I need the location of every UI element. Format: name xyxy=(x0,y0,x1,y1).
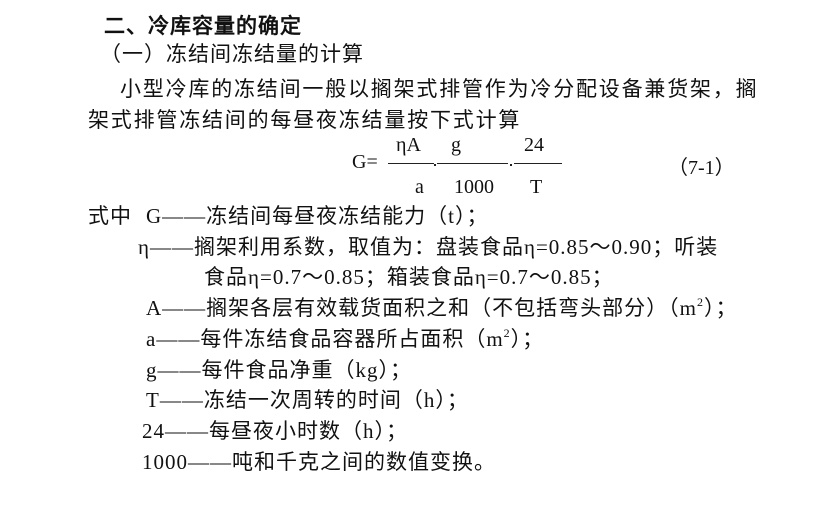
paragraph-line-1: 小型冷库的冻结间一般以搁架式排管作为冷分配设备兼货架，搁 xyxy=(120,77,759,101)
definition-a-text: a——每件冻结食品容器所占面积（m xyxy=(146,327,504,351)
formula-numerator-1: ηA xyxy=(396,134,421,156)
formula-lhs: G= xyxy=(352,151,378,173)
formula-denominator-2: 1000 xyxy=(454,176,494,198)
subsection-title: （一）冻结间冻结量的计算 xyxy=(100,42,364,66)
fraction-bar-3 xyxy=(514,163,562,164)
section-title: 二、冷库容量的确定 xyxy=(104,14,302,38)
definition-a-end: ）； xyxy=(510,327,545,351)
superscript: 2 xyxy=(697,295,704,309)
definition-A-text: A——搁架各层有效载货面积之和（不包括弯头部分）（m xyxy=(146,296,697,320)
definition-A: A——搁架各层有效载货面积之和（不包括弯头部分）（m2）； xyxy=(146,296,738,320)
definition-eta-line-1: η——搁架利用系数，取值为：盘装食品η=0.85～0.90；听装 xyxy=(138,235,719,259)
multiply-dot xyxy=(510,164,512,166)
formula-numerator-3: 24 xyxy=(524,134,544,156)
definition-24: 24——每昼夜小时数（h）； xyxy=(142,419,408,443)
definition-a: a——每件冻结食品容器所占面积（m2）； xyxy=(146,327,544,351)
superscript: 2 xyxy=(503,326,511,340)
fraction-bar-1 xyxy=(388,163,434,164)
paragraph-line-2: 架式排管冻结间的每昼夜冻结量按下式计算 xyxy=(88,108,522,132)
definition-T: T——冻结一次周转的时间（h）； xyxy=(146,388,469,412)
definition-G: G——冻结间每昼夜冻结能力（t）； xyxy=(146,204,489,228)
definitions-intro: 式中 xyxy=(88,204,132,228)
multiply-dot xyxy=(434,164,436,166)
formula-denominator-3: T xyxy=(530,176,543,198)
definition-1000: 1000——吨和千克之间的数值变换。 xyxy=(142,450,496,474)
fraction-bar-2 xyxy=(437,163,508,164)
equation-number: （7-1） xyxy=(668,157,735,179)
definition-A-end: ）； xyxy=(704,296,738,320)
formula-denominator-1: a xyxy=(415,176,424,198)
definition-eta-line-2: 食品η=0.7～0.85；箱装食品η=0.7～0.85； xyxy=(204,265,614,289)
formula-numerator-2: g xyxy=(451,134,461,156)
definition-g: g——每件食品净重（kg）； xyxy=(146,358,412,382)
